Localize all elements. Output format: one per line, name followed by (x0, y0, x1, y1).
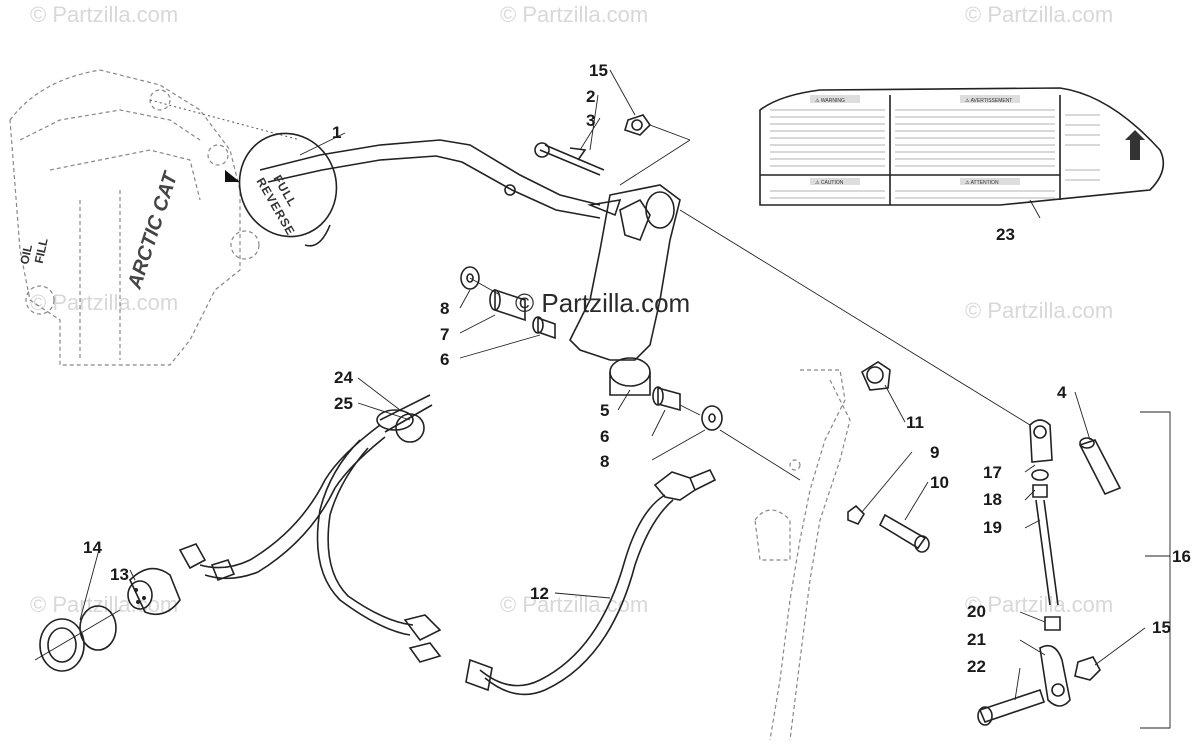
decal-warning-heading: ⚠ WARNING (815, 98, 845, 104)
reverse-lever: FULL REVERSE (238, 132, 601, 247)
wiring-harness (178, 394, 442, 663)
reverse-switch-cable (465, 468, 717, 696)
callout-10: 10 (930, 473, 949, 492)
callout-1: 1 (332, 123, 341, 142)
callout-2: 2 (586, 87, 595, 106)
watermark: © Partzilla.com (500, 592, 648, 617)
callout-19: 19 (983, 518, 1002, 537)
callout-22: 22 (967, 657, 986, 676)
arctic-cat-logo: ARCTIC CAT (124, 168, 183, 292)
steering-bracket-ghost (754, 369, 851, 741)
callout-4: 4 (1057, 383, 1067, 402)
callout-14: 14 (83, 538, 102, 557)
decal-attention-heading: ⚠ ATTENTION (965, 180, 999, 186)
watermark: © Partzilla.com (30, 290, 178, 315)
callout-numbers: 1 2 3 15 8 7 6 5 6 8 11 9 10 12 13 14 24… (83, 61, 1191, 676)
callout-20: 20 (967, 602, 986, 621)
callout-13: 13 (110, 565, 129, 584)
bushings-washers (460, 266, 723, 431)
watermark: © Partzilla.com (965, 2, 1113, 27)
watermark: © Partzilla.com (30, 592, 178, 617)
callout-16: 16 (1172, 547, 1191, 566)
decal-text-lines (770, 109, 1100, 199)
watermark: © Partzilla.com (30, 2, 178, 27)
callout-9: 9 (930, 443, 939, 462)
callout-5: 5 (600, 401, 609, 420)
callout-8: 8 (440, 299, 449, 318)
rod-linkage-assembly (977, 411, 1171, 729)
nut-bolt-hardware (847, 361, 930, 553)
svg-text:OIL: OIL (17, 243, 35, 265)
decal-caution-heading: ⚠ CAUTION (815, 180, 844, 186)
warning-decal: ⚠ WARNING ⚠ AVERTISSEMENT ⚠ CAUTION ⚠ AT… (759, 87, 1165, 206)
callout-17: 17 (983, 463, 1002, 482)
switch-body-cap (34, 567, 181, 672)
callout-12: 12 (530, 584, 549, 603)
oil-fill-label: OIL FILL (17, 237, 51, 266)
callout-15: 15 (1152, 618, 1171, 637)
reverse-bracket (569, 184, 681, 396)
callout-24: 24 (334, 368, 353, 387)
callout-7: 7 (440, 325, 449, 344)
callout-18: 18 (983, 490, 1002, 509)
callout-15: 15 (589, 61, 608, 80)
svg-text:ARCTIC CAT: ARCTIC CAT (124, 168, 183, 292)
watermark-layer: © Partzilla.com © Partzilla.com © Partzi… (30, 2, 1113, 617)
watermark: © Partzilla.com (515, 288, 690, 318)
pin-cotter-nut (534, 114, 652, 176)
arrow-up-icon (1125, 130, 1145, 160)
callout-21: 21 (967, 630, 986, 649)
callout-8: 8 (600, 452, 609, 471)
svg-text:FILL: FILL (32, 237, 51, 265)
leader-lines (79, 69, 1170, 701)
callout-25: 25 (334, 394, 353, 413)
arrow-icon (225, 170, 240, 182)
callout-3: 3 (586, 111, 595, 130)
watermark: © Partzilla.com (965, 298, 1113, 323)
decal-avertissement-heading: ⚠ AVERTISSEMENT (965, 98, 1012, 104)
watermark: © Partzilla.com (965, 592, 1113, 617)
callout-6: 6 (600, 427, 609, 446)
callout-23: 23 (996, 225, 1015, 244)
console-frame-ghost: OIL FILL ARCTIC CAT (9, 69, 301, 366)
watermark: © Partzilla.com (500, 2, 648, 27)
callout-6: 6 (440, 350, 449, 369)
callout-11: 11 (906, 413, 924, 432)
